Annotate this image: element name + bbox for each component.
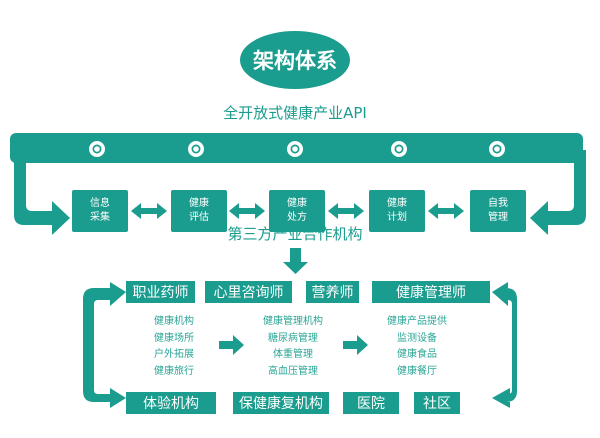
column-list: 健康机构健康场所户外拓展健康旅行 [154,316,194,377]
api-label: 全开放式健康产业API [223,104,367,122]
right-arrow-2 [343,335,368,355]
step-box: 健康处方 [269,190,325,232]
bottom-tag: 保健康复机构 [233,392,329,414]
double-arrows [131,203,464,219]
top-tag: 心里咨询师 [205,281,292,303]
top-tag: 营养师 [306,281,359,303]
step-box: 健康计划 [369,190,425,232]
right-arrow-1 [219,335,244,355]
step-box: 自我管理 [470,190,526,232]
left-cycle-arrow [83,282,126,408]
step-box: 健康评估 [171,190,227,232]
top-tag: 职业药师 [126,281,195,303]
bottom-tag: 医院 [343,392,399,414]
right-loop-arrow [530,150,586,235]
column-list: 健康产品提供监测设备健康食品健康餐厅 [387,316,447,377]
bottom-tag: 社区 [414,392,460,414]
down-arrow [283,248,308,274]
diagram-title: 架构体系 [240,31,350,89]
api-nodes [89,141,505,157]
column-list: 健康管理机构糖尿病管理体重管理高血压管理 [263,316,323,377]
right-cycle-arrow [492,282,517,408]
left-loop-arrow [14,150,70,235]
partners-label: 第三方产业合作机构 [227,225,363,243]
step-box: 信息采集 [72,190,128,232]
bottom-tag: 体验机构 [126,392,216,414]
top-tag: 健康管理师 [372,281,490,303]
